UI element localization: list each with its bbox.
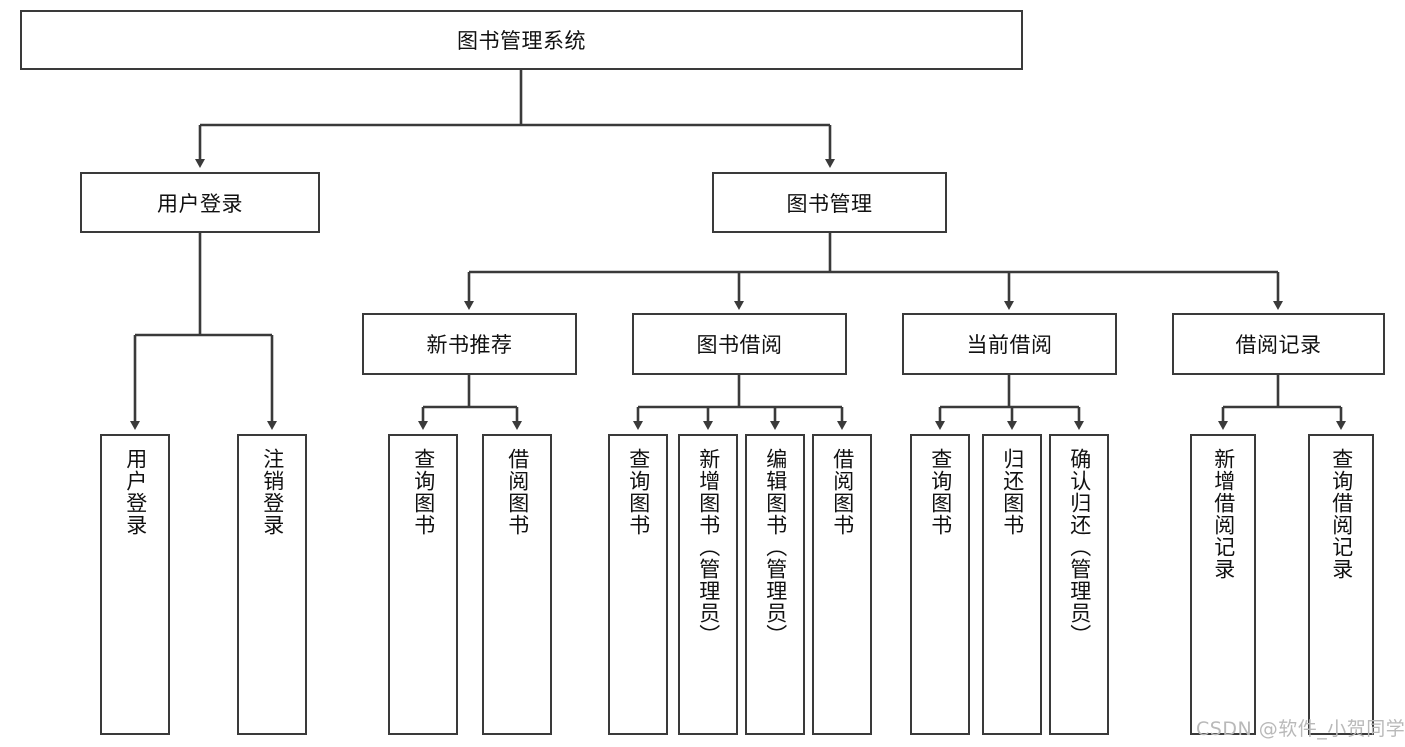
node-label: 归还图书 [1000,448,1025,536]
node-label: 图书管理 [786,191,873,216]
node-root-system[interactable]: 图书管理系统 [20,10,1023,70]
node-borrow-record[interactable]: 借阅记录 [1172,313,1385,375]
node-leaf-edit-book-admin[interactable]: 编辑图书（管理员） [745,434,805,735]
node-leaf-logout-login[interactable]: 注销登录 [237,434,307,735]
node-label: 新增图书（管理员） [696,448,721,646]
csdn-watermark: CSDN @软件_小贺同学 [1196,718,1405,740]
node-label: 编辑图书（管理员） [763,448,788,646]
node-user-login[interactable]: 用户登录 [80,172,320,233]
node-label: 新书推荐 [426,333,513,357]
node-leaf-confirm-return-admin[interactable]: 确认归还（管理员） [1049,434,1109,735]
node-label: 用户登录 [123,448,148,536]
node-leaf-add-borrow-record[interactable]: 新增借阅记录 [1190,434,1256,735]
node-label: 查询图书 [626,448,651,536]
node-current-borrow[interactable]: 当前借阅 [902,313,1117,375]
node-label: 确认归还（管理员） [1067,448,1092,646]
node-label: 新增借阅记录 [1211,448,1236,580]
node-leaf-user-login[interactable]: 用户登录 [100,434,170,735]
node-leaf-query-borrow-record[interactable]: 查询借阅记录 [1308,434,1374,735]
node-leaf-query-book-2[interactable]: 查询图书 [608,434,668,735]
node-leaf-query-book-3[interactable]: 查询图书 [910,434,970,735]
node-leaf-borrow-book-1[interactable]: 借阅图书 [482,434,552,735]
node-label: 查询图书 [411,448,436,536]
node-leaf-return-book[interactable]: 归还图书 [982,434,1042,735]
node-leaf-add-book-admin[interactable]: 新增图书（管理员） [678,434,738,735]
node-book-management[interactable]: 图书管理 [712,172,947,233]
node-label: 注销登录 [260,448,285,536]
node-label: 图书管理系统 [457,29,586,53]
node-label: 查询借阅记录 [1329,448,1354,580]
node-leaf-borrow-book-2[interactable]: 借阅图书 [812,434,872,735]
node-label: 借阅记录 [1235,333,1322,357]
node-label: 图书借阅 [696,333,783,357]
node-book-borrow[interactable]: 图书借阅 [632,313,847,375]
node-new-book-recommend[interactable]: 新书推荐 [362,313,577,375]
node-label: 用户登录 [157,191,243,216]
node-label: 借阅图书 [830,448,855,536]
node-leaf-query-book-1[interactable]: 查询图书 [388,434,458,735]
node-label: 借阅图书 [505,448,530,536]
node-label: 查询图书 [928,448,953,536]
node-label: 当前借阅 [966,333,1053,357]
